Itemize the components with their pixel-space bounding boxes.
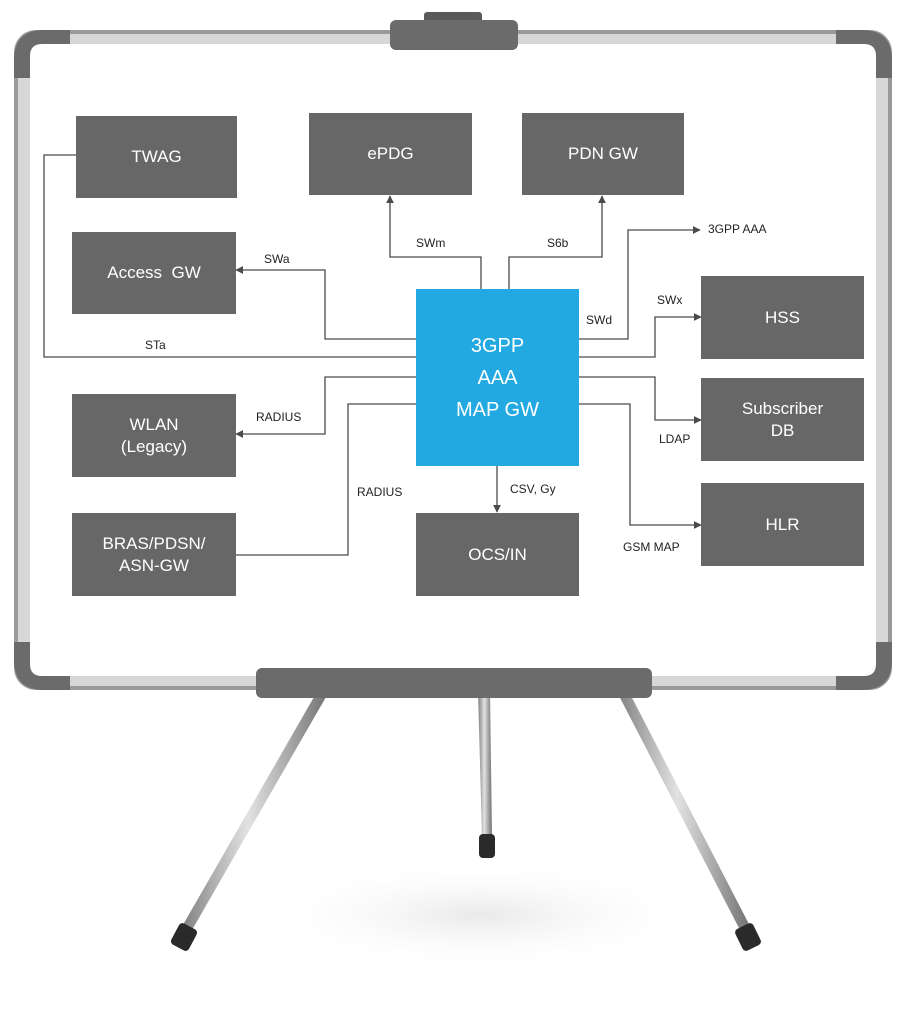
node-wlan-line-1: WLAN — [129, 414, 179, 434]
node-subscriber-db-line-1: Subscriber — [741, 398, 824, 418]
node-center-line-2: AAA — [477, 366, 518, 389]
node-ocs-in: OCS/IN — [416, 513, 579, 596]
edge-label-radius-bras: RADIUS — [357, 485, 403, 499]
node-subscriber-db-line-2: DB — [770, 420, 795, 440]
node-twag-label: TWAG — [131, 147, 182, 166]
node-bras-line-2: ASN-GW — [119, 555, 189, 575]
node-subscriber-db: Subscriber DB — [701, 378, 864, 461]
node-bras: BRAS/PDSN/ ASN-GW — [72, 513, 236, 596]
edge-label-swx: SWx — [657, 293, 683, 307]
edge-label-swa: SWa — [264, 252, 290, 266]
node-hlr: HLR — [701, 483, 864, 566]
node-twag: TWAG — [76, 116, 237, 198]
connectors — [43, 154, 702, 556]
node-access-gw: Access GW — [72, 232, 236, 314]
edge-label-csv-gy: CSV, Gy — [510, 482, 556, 496]
node-hss-label: HSS — [765, 307, 800, 327]
floor-shadow — [250, 860, 710, 970]
node-epdg-label: ePDG — [367, 144, 414, 163]
edge-label-swd: SWd — [586, 313, 613, 327]
edge-label-radius-wlan: RADIUS — [256, 410, 302, 424]
node-3gpp-aaa-map-gw: 3GPP AAA MAP GW — [416, 289, 579, 466]
node-pdn-gw: PDN GW — [522, 113, 684, 195]
edge-label-swm: SWm — [416, 236, 446, 250]
node-center-line-3: MAP GW — [456, 398, 539, 421]
edge-label-gsm-map: GSM MAP — [623, 540, 680, 554]
edge-label-s6b: S6b — [547, 236, 569, 250]
node-center-line-1: 3GPP — [470, 334, 525, 357]
edge-label-sta: STa — [145, 338, 166, 352]
node-wlan: WLAN (Legacy) — [72, 394, 236, 477]
node-wlan-line-2: (Legacy) — [120, 436, 188, 456]
edge-label-3gpp-aaa: 3GPP AAA — [708, 222, 767, 236]
node-hlr-label: HLR — [765, 514, 800, 534]
node-epdg: ePDG — [309, 113, 472, 195]
edge-label-ldap: LDAP — [659, 432, 691, 446]
node-access-gw-label: Access GW — [107, 263, 201, 282]
easel-legs — [170, 690, 761, 951]
node-bras-line-1: BRAS/PDSN/ — [102, 533, 206, 553]
node-ocs-in-label: OCS/IN — [468, 544, 527, 564]
node-hss: HSS — [701, 276, 864, 359]
node-pdn-gw-label: PDN GW — [568, 144, 638, 163]
